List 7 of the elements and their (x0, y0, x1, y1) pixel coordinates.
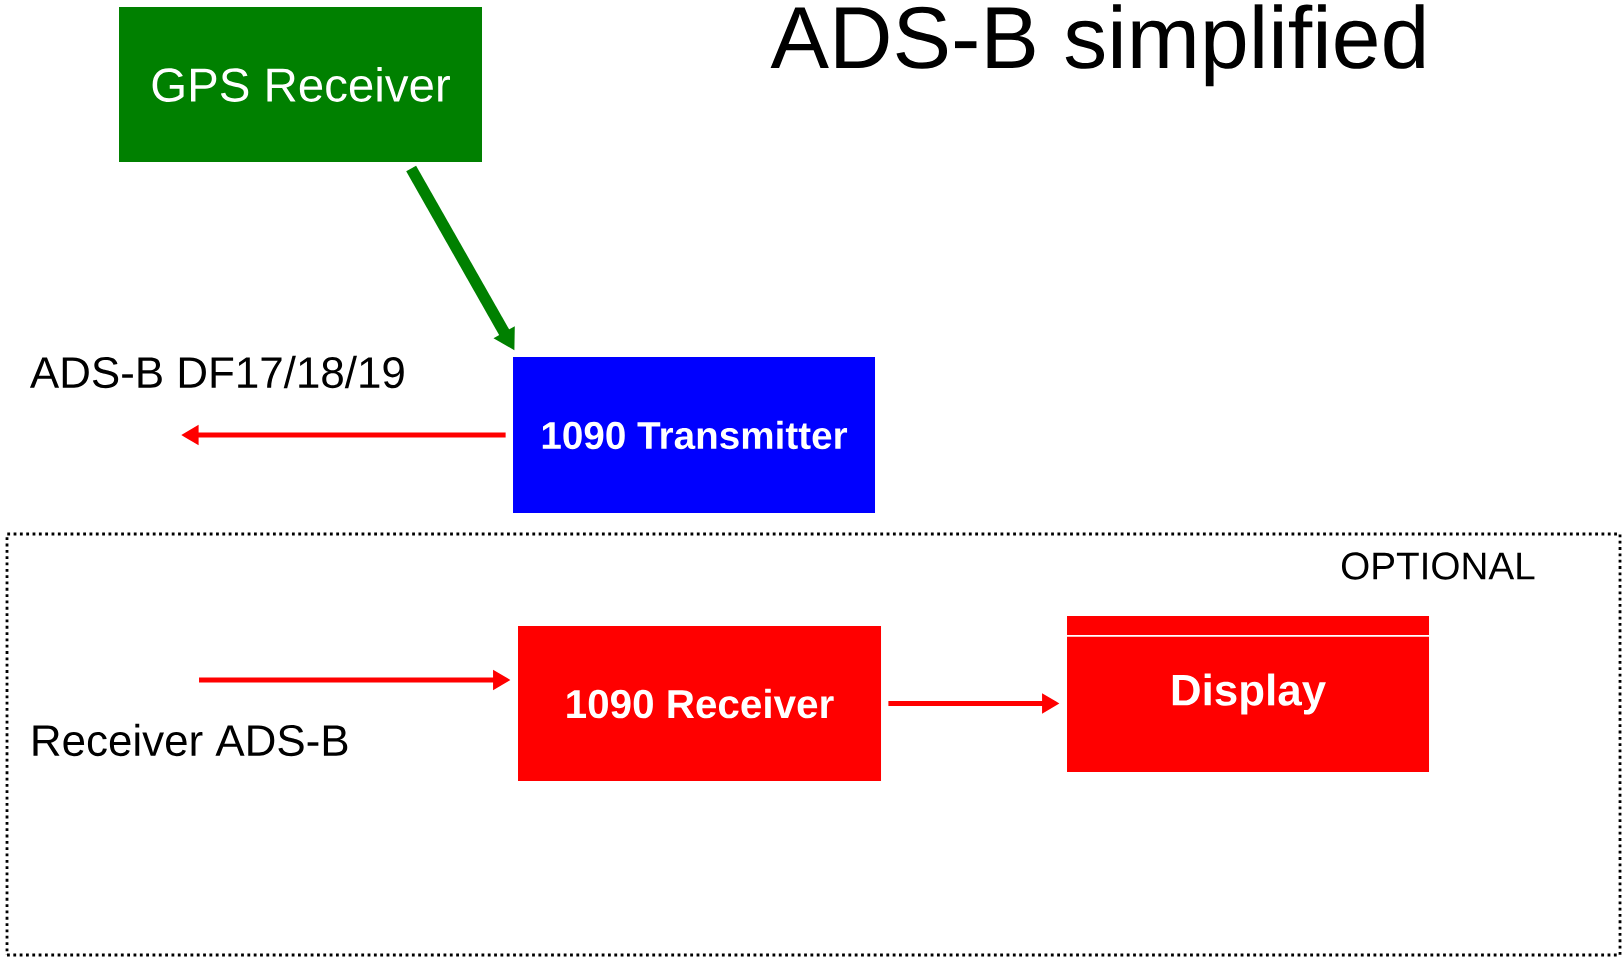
receiver-box: 1090 Receiver (518, 626, 881, 781)
display-box: Display (1066, 616, 1430, 772)
edge-label: Receiver ADS-B (26, 720, 354, 760)
title: ADS-B simplified (770, 4, 1424, 87)
transmitter-box: 1090 Transmitter (513, 357, 875, 513)
edge-label: ADS-B DF17/18/19 (26, 352, 410, 392)
receiver-box: GPS Receiver (119, 7, 482, 162)
